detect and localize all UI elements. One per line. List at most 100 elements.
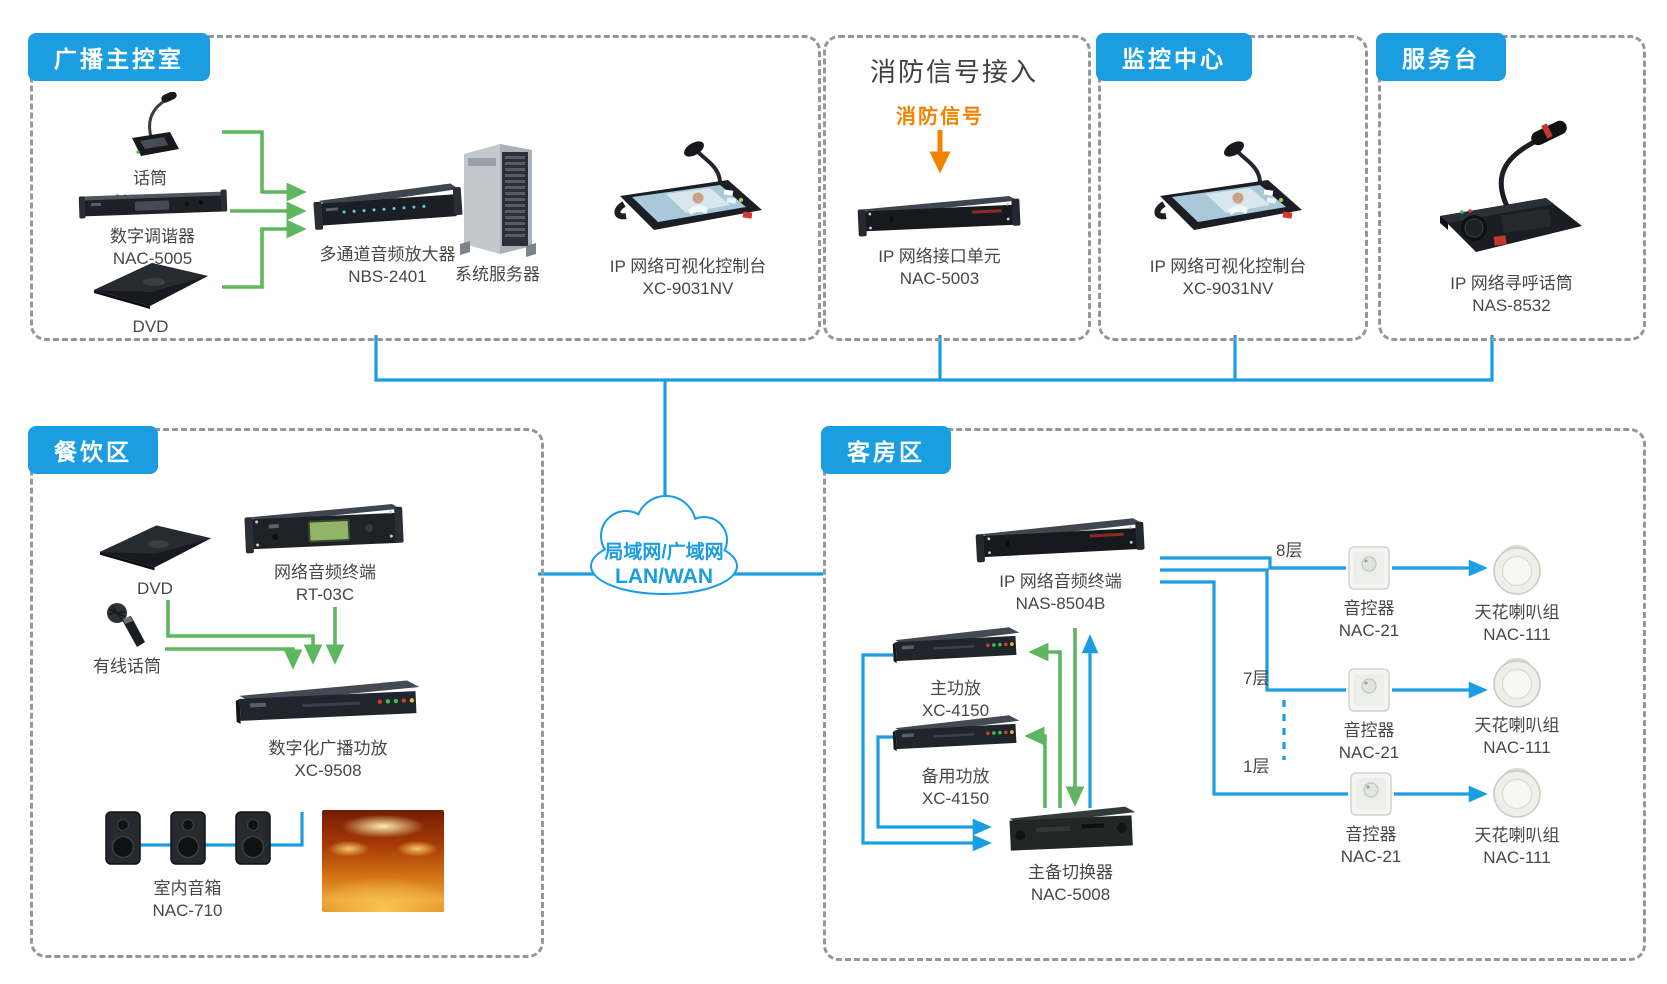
zone-tab-monitor: 监控中心 [1096, 33, 1252, 81]
ceiling-speaker-icon [1493, 768, 1541, 818]
rack-amplifier-icon [892, 627, 1019, 664]
device-model: XC-4150 [921, 789, 990, 809]
device-label: IP 网络寻呼话筒 NAS-8532 [1450, 273, 1572, 318]
device-dvd-dining: DVD [95, 522, 215, 600]
fire-signal-label: 消防信号 [896, 106, 984, 128]
device-name: 系统服务器 [455, 265, 540, 284]
device-model: NAC-5003 [899, 269, 980, 289]
device-amplifier-xc9508: 数字化广播功放 XC-9508 [228, 678, 428, 783]
device-volume-controller-f1: 音控器 NAC-21 [1325, 770, 1417, 869]
device-name: IP 网络可视化控制台 [609, 257, 767, 276]
dvd-player-icon [99, 525, 211, 571]
speaker-row [104, 810, 271, 866]
device-volume-controller-f8: 音控器 NAC-21 [1323, 544, 1415, 643]
device-model: NAS-8504B [1015, 594, 1106, 614]
device-label: 系统服务器 [455, 264, 540, 286]
device-model: NAC-710 [152, 901, 223, 921]
device-label: DVD [137, 578, 173, 600]
device-model: XC-9508 [294, 761, 362, 781]
device-label: 天花喇叭组 NAC-111 [1475, 825, 1560, 870]
device-label: 音控器 NAC-21 [1339, 720, 1399, 765]
wire-dvd2 [166, 600, 323, 665]
volume-controller-icon [1348, 546, 1390, 590]
zone-dining-area [30, 428, 544, 958]
device-terminal-nas8504b: IP 网络音频终端 NAS-8504B [968, 515, 1153, 616]
device-name: IP 网络接口单元 [878, 247, 1001, 266]
device-name: IP 网络可视化控制台 [1149, 257, 1307, 276]
zone-tab-dining: 餐饮区 [28, 426, 158, 474]
device-label: 备用功放 XC-4150 [922, 766, 990, 811]
wire-wiredmic [165, 647, 303, 670]
banquet-hall-photo [322, 810, 444, 912]
rack-tuner-icon [78, 189, 227, 219]
device-model: NAS-8532 [1472, 296, 1551, 316]
device-dvd-broadcast: DVD [88, 260, 213, 338]
rack-terminal-icon [244, 504, 404, 554]
device-label: 天花喇叭组 NAC-111 [1475, 715, 1560, 760]
device-amplifier-nbs2401: 多通道音频放大器 NBS-2401 [295, 180, 480, 289]
device-speakers-nac710: 室内音箱 NAC-710 [95, 810, 280, 923]
wall-speaker-icon [104, 811, 141, 865]
device-name: 主备切换器 [1028, 863, 1113, 882]
zone-tab-broadcast: 广播主控室 [28, 33, 210, 81]
device-label: 室内音箱 NAC-710 [153, 878, 223, 923]
device-model: NAC-21 [1340, 847, 1402, 867]
device-model: NAC-5008 [1030, 885, 1111, 905]
device-label: 主备切换器 NAC-5008 [1028, 862, 1113, 907]
rack-terminal-icon [975, 518, 1145, 563]
device-name: DVD [137, 579, 173, 598]
device-ceiling-speaker-f1: 天花喇叭组 NAC-111 [1452, 761, 1582, 870]
floor-label-8: 8层 [1276, 541, 1303, 560]
gooseneck-mic-icon [132, 92, 179, 156]
device-label: 音控器 NAC-21 [1341, 824, 1401, 869]
zone-fire-signal [823, 35, 1091, 341]
device-model: XC-9031NV [642, 279, 734, 299]
zone-tab-service: 服务台 [1376, 33, 1506, 81]
device-name: 备用功放 [921, 767, 990, 786]
wall-speaker-icon [234, 811, 271, 865]
rack-amplifier-icon [892, 715, 1019, 752]
device-label: 主功放 XC-4150 [922, 678, 989, 723]
paging-mic-icon [1439, 120, 1582, 252]
device-volume-controller-f7: 音控器 NAC-21 [1323, 666, 1415, 765]
device-name: 网络音频终端 [274, 563, 376, 582]
device-name: 数字化广播功放 [268, 739, 388, 758]
wall-speaker-icon [169, 811, 206, 865]
device-name: 话筒 [132, 169, 167, 188]
device-label: 有线话筒 [93, 656, 161, 678]
rack-interface-icon [857, 195, 1020, 237]
ceiling-speaker-icon [1493, 658, 1541, 708]
volume-controller-icon [1350, 772, 1392, 816]
device-name: DVD [132, 317, 169, 336]
device-interface-nac5003: IP 网络接口单元 NAC-5003 [852, 192, 1027, 291]
rack-amplifier-icon [313, 183, 463, 230]
device-name: IP 网络寻呼话筒 [1450, 274, 1573, 293]
device-model: RT-03C [295, 585, 355, 605]
fire-zone-title: 消防信号接入 [869, 57, 1038, 87]
cloud-label-en: LAN/WAN [615, 565, 713, 588]
rack-amplifier-icon [235, 680, 420, 724]
device-name: 音控器 [1345, 825, 1397, 844]
device-model: XC-4150 [921, 701, 990, 721]
device-name: 多通道音频放大器 [319, 245, 456, 264]
device-name: 天花喇叭组 [1474, 826, 1560, 845]
wire-floor1 [1160, 580, 1348, 796]
device-main-amp: 主功放 XC-4150 [888, 624, 1023, 723]
device-console-broadcast: IP 网络可视化控制台 XC-9031NV [588, 138, 788, 301]
device-name: 天花喇叭组 [1474, 603, 1560, 622]
device-label: 多通道音频放大器 NBS-2401 [320, 244, 456, 289]
server-tower-icon [459, 144, 536, 257]
volume-controller-icon [1348, 668, 1390, 712]
video-console-icon [1154, 141, 1302, 230]
device-tuner-nac5005: 数字调谐器 NAC-5005 [70, 188, 235, 271]
device-backup-amp: 备用功放 XC-4150 [888, 712, 1023, 811]
device-name: 有线话筒 [93, 657, 161, 676]
device-label: 音控器 NAC-21 [1339, 598, 1399, 643]
wire-mic521 [222, 130, 307, 202]
device-model: XC-9031NV [1182, 279, 1274, 299]
device-model: NBS-2401 [348, 267, 427, 287]
lan-wan-cloud: 局域网/广域网 LAN/WAN [590, 495, 738, 595]
wire-floor7 [1160, 568, 1346, 692]
